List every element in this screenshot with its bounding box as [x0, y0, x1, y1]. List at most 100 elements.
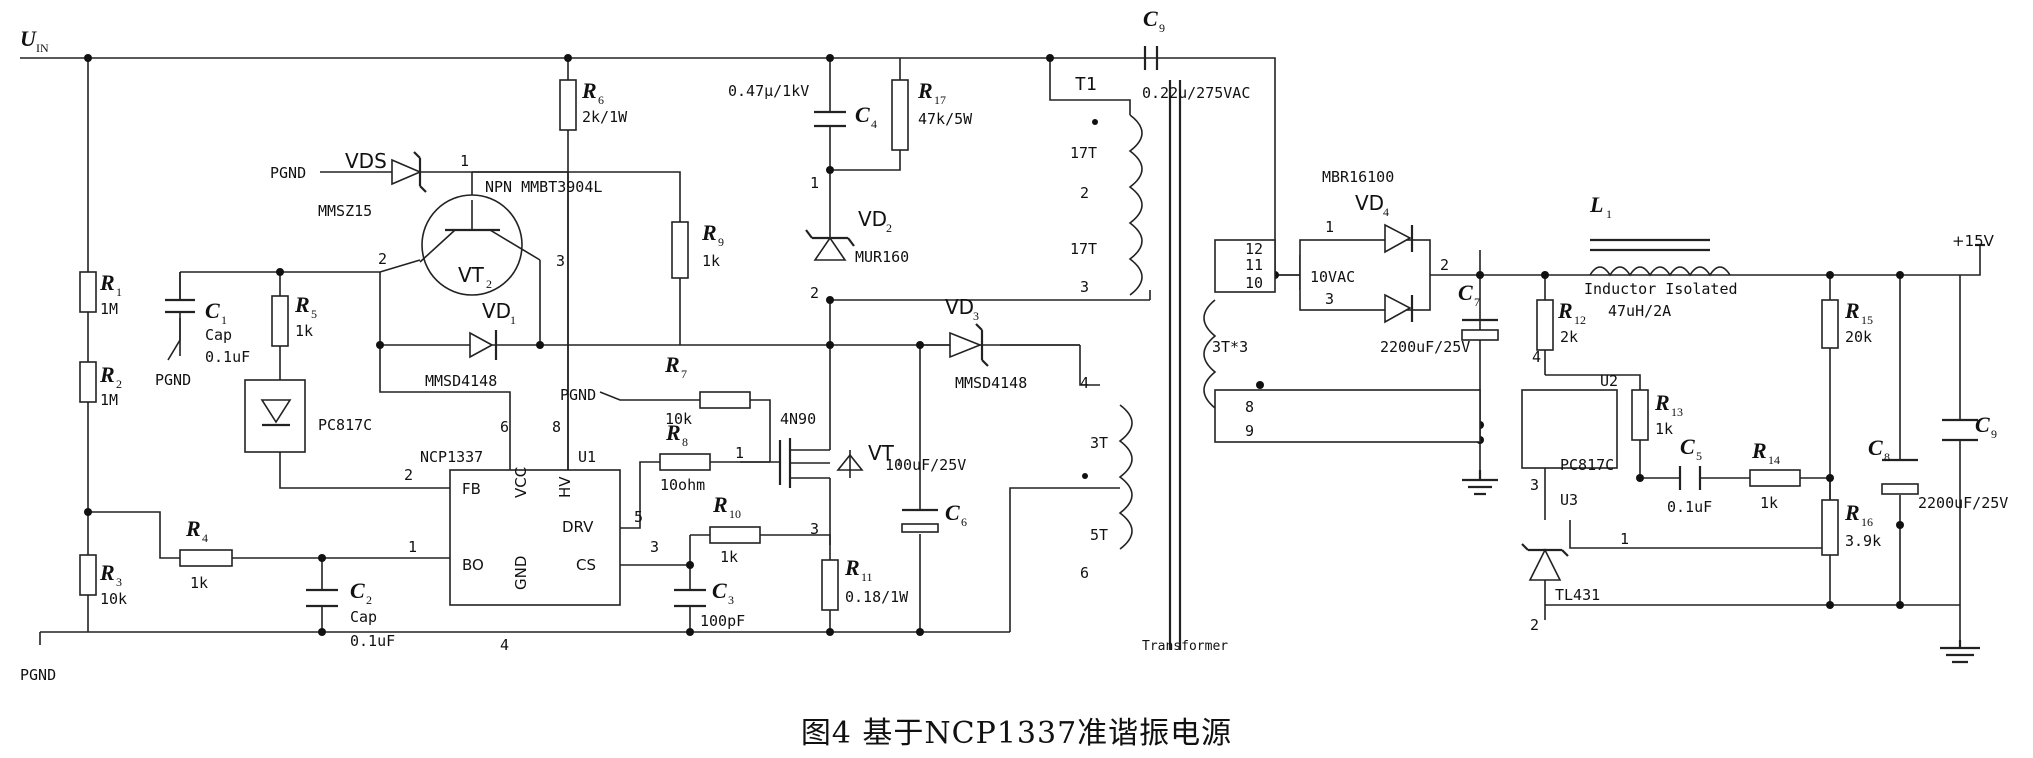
svg-text:1k: 1k [190, 574, 208, 592]
svg-text:PC817C: PC817C [1560, 456, 1614, 474]
svg-text:1M: 1M [100, 300, 118, 318]
svg-text:2: 2 [486, 277, 492, 291]
resistor-r11 [821, 559, 839, 611]
svg-text:R: R [712, 492, 728, 517]
wires [20, 57, 1981, 645]
svg-text:0.1uF: 0.1uF [1667, 498, 1712, 516]
svg-text:2: 2 [378, 250, 387, 268]
svg-text:4: 4 [1383, 205, 1389, 219]
resistor-r12 [1536, 299, 1554, 351]
svg-text:R: R [844, 555, 860, 580]
svg-text:11: 11 [861, 570, 873, 584]
svg-text:0.18/1W: 0.18/1W [845, 588, 909, 606]
svg-text:6: 6 [500, 418, 509, 436]
svg-text:VT: VT [458, 263, 485, 287]
svg-text:R: R [917, 78, 933, 103]
svg-text:R: R [664, 352, 680, 377]
svg-text:9: 9 [1159, 21, 1165, 35]
svg-text:3: 3 [810, 520, 819, 538]
svg-text:8: 8 [1884, 450, 1890, 464]
capacitor-c8 [1881, 458, 1919, 495]
svg-text:1: 1 [510, 313, 516, 327]
svg-text:14: 14 [1768, 453, 1780, 467]
resistors [79, 79, 1839, 611]
svg-text:4: 4 [1532, 348, 1541, 366]
svg-text:4: 4 [202, 531, 208, 545]
diode-vd2 [805, 229, 855, 261]
svg-text:0.1uF: 0.1uF [205, 348, 250, 366]
svg-text:0.1uF: 0.1uF [350, 632, 395, 650]
svg-text:L: L [1589, 192, 1603, 217]
pgnd-label: PGND [20, 666, 56, 684]
svg-text:12: 12 [1574, 313, 1586, 327]
labels: U IN PGND PGND PGND PGND R 1 1M R 2 1M R… [20, 6, 2008, 684]
svg-text:R: R [1844, 500, 1860, 525]
svg-text:R: R [294, 292, 310, 317]
svg-text:0.22u/275VAC: 0.22u/275VAC [1142, 84, 1250, 102]
svg-text:0.47μ/1kV: 0.47μ/1kV [728, 82, 809, 100]
transistors [419, 194, 864, 488]
svg-text:17T: 17T [1070, 240, 1097, 258]
svg-text:16: 16 [1861, 515, 1873, 529]
svg-text:R: R [1654, 390, 1670, 415]
svg-text:3: 3 [1530, 476, 1539, 494]
svg-text:5T: 5T [1090, 526, 1108, 544]
svg-text:IN: IN [36, 41, 49, 55]
svg-text:6: 6 [961, 515, 967, 529]
svg-text:U3: U3 [1560, 491, 1578, 509]
svg-text:VD: VD [858, 207, 887, 231]
svg-text:10k: 10k [665, 410, 692, 428]
diode-vd1 [469, 330, 498, 360]
svg-text:MBR16100: MBR16100 [1322, 168, 1394, 186]
svg-text:VDS: VDS [345, 149, 387, 173]
svg-text:1: 1 [408, 538, 417, 556]
svg-text:5: 5 [311, 307, 317, 321]
ic-u1-ncp1337 [449, 469, 621, 606]
uin-label: U [20, 26, 37, 51]
svg-text:BO: BO [462, 556, 484, 574]
svg-text:C: C [1680, 434, 1695, 459]
svg-text:2200uF/25V: 2200uF/25V [1380, 338, 1470, 356]
tl431-u3 [1521, 543, 1569, 581]
svg-text:MMSZ15: MMSZ15 [318, 202, 372, 220]
svg-text:10: 10 [729, 507, 741, 521]
svg-text:R: R [1844, 298, 1860, 323]
svg-text:C: C [205, 298, 220, 323]
svg-text:10VAC: 10VAC [1310, 268, 1355, 286]
svg-text:Transformer: Transformer [1142, 639, 1228, 654]
capacitor-c9b [1942, 418, 1978, 442]
svg-text:R: R [1557, 298, 1573, 323]
svg-text:FB: FB [462, 480, 481, 498]
svg-text:C: C [945, 500, 960, 525]
svg-text:PGND: PGND [560, 386, 596, 404]
svg-text:2k/1W: 2k/1W [582, 108, 628, 126]
svg-text:VD: VD [945, 295, 974, 319]
svg-text:NPN MMBT3904L: NPN MMBT3904L [485, 178, 602, 196]
capacitor-c5 [1678, 466, 1702, 490]
svg-text:2: 2 [886, 221, 892, 235]
circuit-schematic: U IN PGND PGND PGND PGND R 1 1M R 2 1M R… [20, 6, 2008, 684]
svg-text:2: 2 [1080, 184, 1089, 202]
svg-text:47k/5W: 47k/5W [918, 110, 973, 128]
svg-text:DRV: DRV [562, 518, 594, 536]
svg-text:3: 3 [650, 538, 659, 556]
svg-text:GND: GND [512, 556, 530, 590]
svg-text:MMSD4148: MMSD4148 [955, 374, 1027, 392]
svg-text:7: 7 [681, 367, 687, 381]
svg-text:1: 1 [1325, 218, 1334, 236]
svg-text:R: R [581, 78, 597, 103]
svg-text:3T: 3T [1090, 434, 1108, 452]
svg-text:7: 7 [1474, 295, 1480, 309]
svg-text:1: 1 [221, 313, 227, 327]
svg-text:PGND: PGND [155, 371, 191, 389]
svg-text:12: 12 [1245, 240, 1263, 258]
svg-text:Cap: Cap [350, 608, 377, 626]
svg-text:1: 1 [1606, 207, 1612, 221]
svg-text:17T: 17T [1070, 144, 1097, 162]
capacitors [165, 46, 1978, 608]
capacitor-c6 [901, 508, 939, 533]
svg-text:C: C [855, 102, 870, 127]
svg-text:10ohm: 10ohm [660, 476, 705, 494]
svg-text:U2: U2 [1600, 372, 1618, 390]
svg-text:17: 17 [934, 93, 946, 107]
